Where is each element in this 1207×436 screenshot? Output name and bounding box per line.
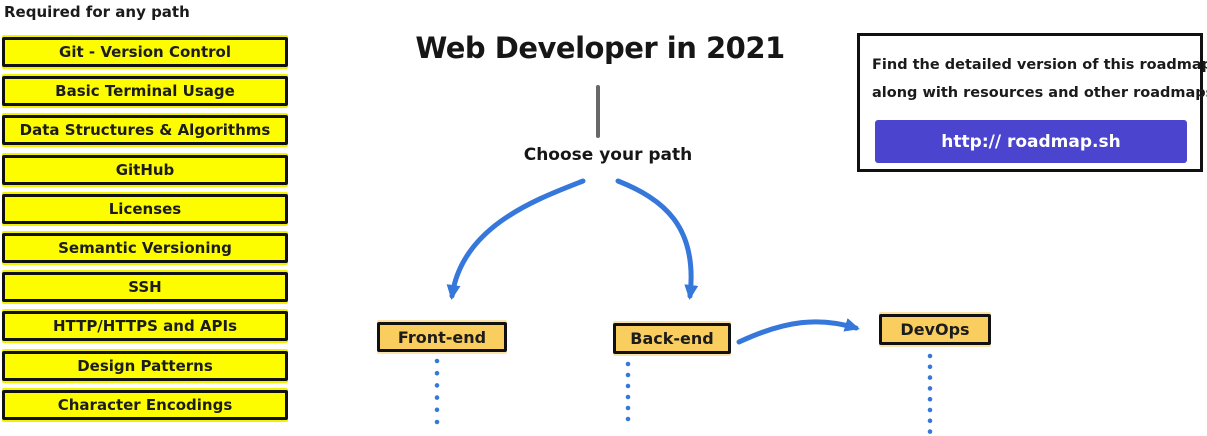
- required-for-any-path-section: Required for any path Git - Version Cont…: [2, 4, 288, 420]
- node-semantic-versioning[interactable]: Semantic Versioning: [2, 232, 288, 263]
- arrow-to-front-end: [446, 178, 586, 300]
- node-back-end[interactable]: Back-end: [613, 323, 731, 354]
- required-node-list: Git - Version Control Basic Terminal Usa…: [2, 37, 288, 420]
- node-data-structures-algorithms[interactable]: Data Structures & Algorithms: [2, 115, 288, 146]
- info-box: Find the detailed version of this roadma…: [857, 33, 1207, 172]
- node-http-https-apis[interactable]: HTTP/HTTPS and APIs: [2, 311, 288, 342]
- arrow-backend-to-devops: [736, 318, 860, 345]
- node-ssh[interactable]: SSH: [2, 272, 288, 303]
- node-basic-terminal-usage[interactable]: Basic Terminal Usage: [2, 76, 288, 107]
- required-section-heading: Required for any path: [4, 3, 190, 21]
- node-devops[interactable]: DevOps: [879, 314, 991, 345]
- node-licenses[interactable]: Licenses: [2, 193, 288, 224]
- title-connector-line: [596, 85, 600, 138]
- arrow-to-back-end: [615, 178, 699, 300]
- node-git-version-control[interactable]: Git - Version Control: [2, 37, 288, 67]
- node-github[interactable]: GitHub: [2, 154, 288, 185]
- node-front-end[interactable]: Front-end: [377, 322, 507, 352]
- info-box-text: Find the detailed version of this roadma…: [872, 51, 1207, 107]
- roadmap-url-button[interactable]: http:// roadmap.sh: [875, 120, 1187, 163]
- info-box-line1: Find the detailed version of this roadma…: [872, 57, 1207, 73]
- node-character-encodings[interactable]: Character Encodings: [2, 389, 288, 420]
- choose-your-path-label: Choose your path: [523, 145, 693, 165]
- page-title: Web Developer in 2021: [415, 31, 785, 65]
- info-box-line2: along with resources and other roadmaps: [872, 85, 1207, 101]
- node-design-patterns[interactable]: Design Patterns: [2, 350, 288, 381]
